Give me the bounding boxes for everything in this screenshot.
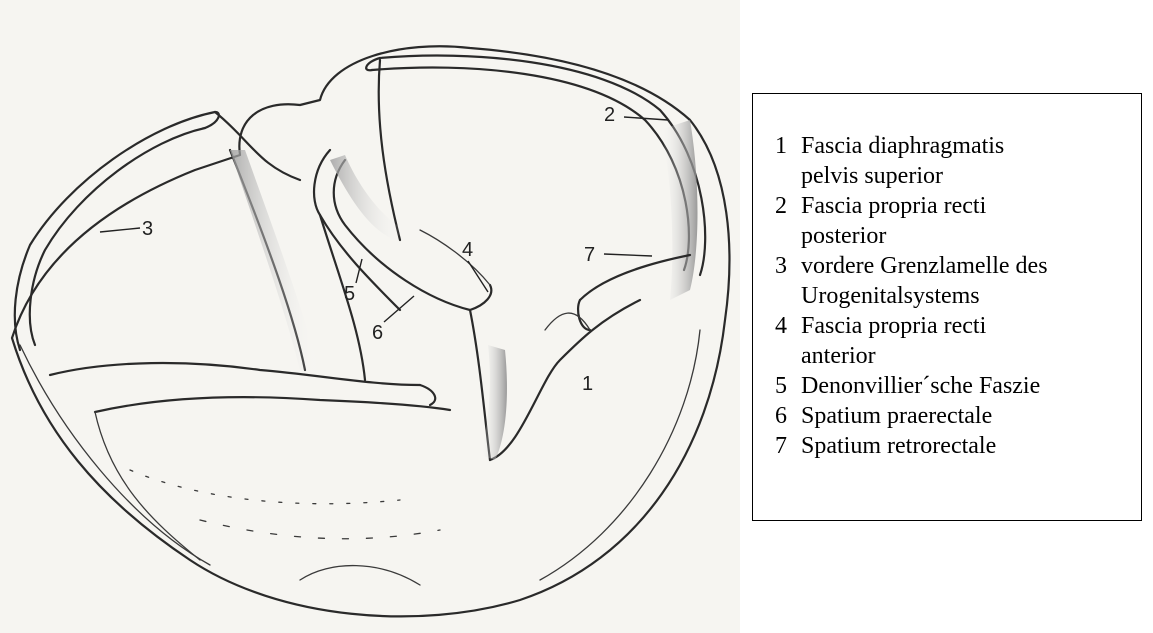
legend-item-4-cont: anterior xyxy=(775,341,1048,371)
legend-text: anterior xyxy=(801,343,876,369)
legend-item-5: 5 Denonvillier´sche Faszie xyxy=(775,371,1048,401)
legend-text: Fascia diaphragmatis xyxy=(801,133,1004,159)
label-1: 1 xyxy=(582,373,593,395)
legend-text: Fascia propria recti xyxy=(801,193,986,219)
legend-box: 1 Fascia diaphragmatis pelvis superior 2… xyxy=(752,93,1142,521)
pelvic-bowl-shape xyxy=(12,46,729,616)
label-4: 4 xyxy=(462,239,473,261)
callout-1: 1 xyxy=(582,373,593,395)
legend-item-2: 2 Fascia propria recti xyxy=(775,191,1048,221)
callout-3: 3 xyxy=(100,218,153,240)
legend-list: 1 Fascia diaphragmatis pelvis superior 2… xyxy=(775,131,1048,461)
legend-text: posterior xyxy=(801,223,886,249)
legend-item-1: 1 Fascia diaphragmatis xyxy=(775,131,1048,161)
legend-number: 4 xyxy=(775,311,795,341)
legend-text: Fascia propria recti xyxy=(801,313,986,339)
legend-number: 7 xyxy=(775,431,795,461)
legend-item-7: 7 Spatium retrorectale xyxy=(775,431,1048,461)
legend-text: Urogenitalsystems xyxy=(801,283,980,309)
legend-item-6: 6 Spatium praerectale xyxy=(775,401,1048,431)
legend-text: Spatium praerectale xyxy=(801,403,992,429)
callout-7: 7 xyxy=(584,244,652,266)
legend-item-3: 3 vordere Grenzlamelle des xyxy=(775,251,1048,281)
legend-number: 1 xyxy=(775,131,795,161)
urogenital-lamella-shape xyxy=(15,112,320,372)
label-6: 6 xyxy=(372,322,383,344)
legend-number: 5 xyxy=(775,371,795,401)
legend-text: Spatium retrorectale xyxy=(801,433,996,459)
legend-text: Denonvillier´sche Faszie xyxy=(801,373,1040,399)
callout-5: 5 xyxy=(344,259,362,305)
label-2: 2 xyxy=(604,104,615,126)
rectal-fascia-shape xyxy=(314,60,690,460)
label-3: 3 xyxy=(142,218,153,240)
callout-4: 4 xyxy=(462,239,488,292)
anterior-lip-shape xyxy=(50,363,450,585)
legend-item-3-cont: Urogenitalsystems xyxy=(775,281,1048,311)
legend-text: vordere Grenzlamelle des xyxy=(801,253,1048,279)
legend-number: 6 xyxy=(775,401,795,431)
legend-item-4: 4 Fascia propria recti xyxy=(775,311,1048,341)
label-5: 5 xyxy=(344,283,355,305)
legend-number: 3 xyxy=(775,251,795,281)
label-7: 7 xyxy=(584,244,595,266)
legend-item-2-cont: posterior xyxy=(775,221,1048,251)
anatomical-illustration: 1 2 3 4 5 6 7 xyxy=(0,0,740,633)
legend-number: 2 xyxy=(775,191,795,221)
legend-text: pelvis superior xyxy=(801,163,943,189)
legend-item-1-cont: pelvis superior xyxy=(775,161,1048,191)
